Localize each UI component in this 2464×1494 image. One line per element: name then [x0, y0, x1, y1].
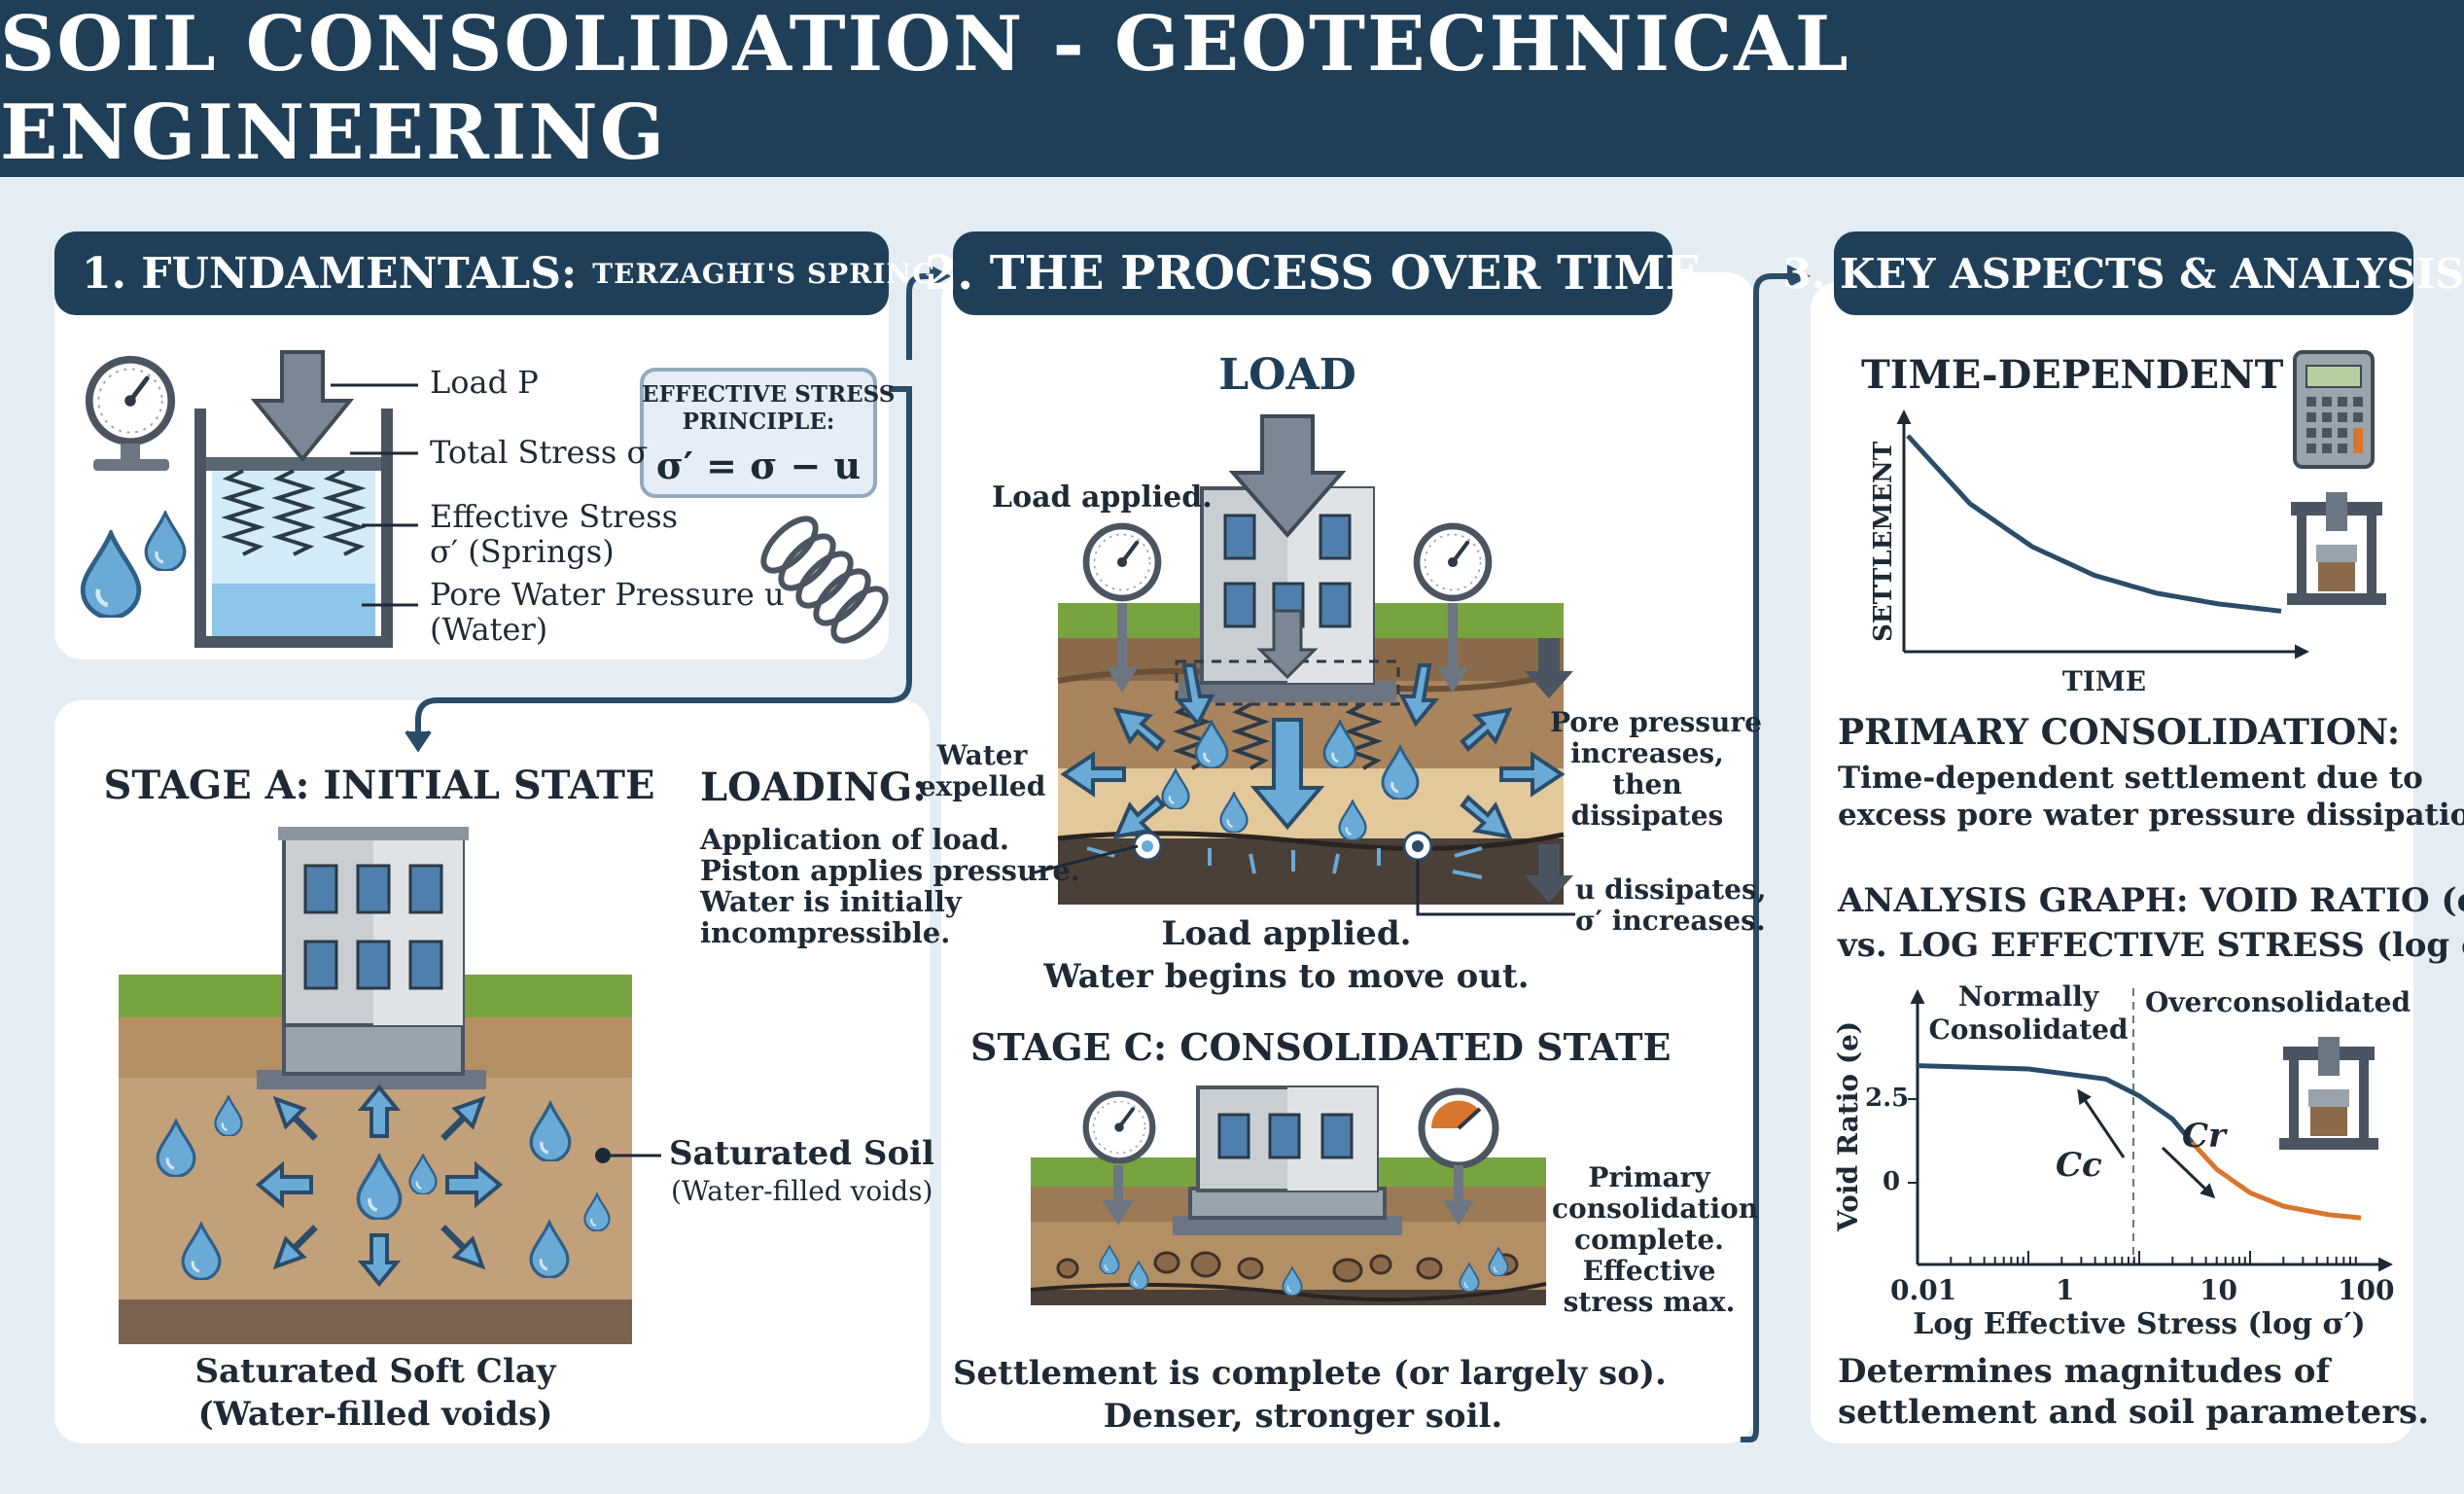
- spring-analogy: [83, 350, 889, 648]
- label-pore-pressure: Pore Water Pressure u: [430, 576, 785, 613]
- pore-note-2: increases,: [1570, 737, 1724, 769]
- section-1-header: 1. FUNDAMENTALS: TERZAGHI'S SPRING ANALO…: [54, 231, 1106, 315]
- water-expelled-1: Water: [936, 739, 1028, 771]
- pore-note-4: dissipates: [1570, 800, 1724, 832]
- title-bar: SOIL CONSOLIDATION - GEOTECHNICAL ENGINE…: [0, 0, 2464, 177]
- loading-line-4: incompressible.: [700, 916, 951, 949]
- xtick-10: 10: [2200, 1274, 2237, 1306]
- footer-line-2: settlement and soil parameters.: [1838, 1393, 2430, 1432]
- stage-a-caption-2: (Water-filled voids): [197, 1395, 553, 1434]
- pore-note-3: then: [1612, 768, 1682, 800]
- principle-line-1: EFFECTIVE STRESS: [642, 381, 896, 408]
- stage-c-note-3: complete.: [1574, 1224, 1724, 1256]
- stage-c-title: STAGE C: CONSOLIDATED STATE: [970, 1025, 1672, 1069]
- chart1-xlabel: TIME: [2061, 665, 2147, 697]
- panel-key-aspects: [1811, 282, 2413, 1443]
- process-caption-2: Water begins to move out.: [1043, 957, 1530, 996]
- chart2-xlabel: Log Effective Stress (log σ′): [1913, 1307, 2366, 1341]
- footer-line-1: Determines magnitudes of: [1838, 1352, 2331, 1391]
- time-dependent-title: TIME-DEPENDENT: [1861, 352, 2284, 398]
- chart1-ylabel: SETTLEMENT: [1869, 441, 1898, 642]
- pressure-gauge-icon: [89, 360, 171, 442]
- water-drop-icon: [144, 511, 187, 571]
- principle-formula: σ′ = σ − u: [655, 444, 862, 487]
- u-dissipates-2: σ′ increases.: [1575, 905, 1766, 937]
- label-load: Load P: [430, 364, 539, 401]
- xtick-1: 1: [2056, 1274, 2075, 1306]
- loading-line-3: Water is initially: [700, 885, 962, 918]
- primary-line-2: excess pore water pressure dissipation.: [1838, 798, 2464, 833]
- normally-consolidated-curve: [1917, 1063, 2195, 1145]
- section-2-title: 2. THE PROCESS OVER TIME: [924, 246, 1702, 301]
- water-expelled-2: expelled: [918, 770, 1046, 802]
- spring-icon: [760, 516, 889, 644]
- cr-label: Cr: [2182, 1117, 2226, 1156]
- loading-line-2: Piston applies pressure.: [700, 854, 1080, 887]
- settlement-curve: [1906, 434, 2282, 614]
- cc-arrow: [2077, 1088, 2126, 1158]
- chart2-ylabel: Void Ratio (e): [1832, 1020, 1864, 1231]
- water-drop-icon: [83, 533, 139, 617]
- time-settlement-chart: [1896, 409, 2309, 659]
- pressure-gauge-icon: [1086, 1094, 1153, 1161]
- cc-label: Cc: [2056, 1146, 2102, 1185]
- xtick-100: 100: [2338, 1274, 2395, 1306]
- u-dissipates-1: u dissipates,: [1575, 873, 1767, 906]
- label-effective-stress-springs: σ′ (Springs): [430, 533, 615, 570]
- calculator-icon: [2293, 350, 2375, 469]
- stage-c-caption-1: Settlement is complete (or largely so).: [953, 1354, 1667, 1393]
- section-1-title: 1. FUNDAMENTALS:: [82, 248, 578, 299]
- stage-c-note-4: Effective: [1582, 1255, 1716, 1287]
- stage-a-callout: Saturated Soil: [669, 1134, 934, 1173]
- region-label-nc: Normally Consolidated: [1912, 980, 2145, 1047]
- ytick-2-5: 2.5: [1865, 1084, 1910, 1113]
- stage-c-note-5: stress max.: [1563, 1286, 1736, 1318]
- loading-title: LOADING:: [700, 765, 927, 810]
- consolidometer-icon: [2287, 492, 2386, 605]
- primary-title: PRIMARY CONSOLIDATION:: [1838, 712, 2401, 753]
- section-2-header: 2. THE PROCESS OVER TIME: [925, 231, 1701, 315]
- region-label-oc: Overconsolidated: [2145, 986, 2411, 1018]
- page-title: SOIL CONSOLIDATION - GEOTECHNICAL ENGINE…: [0, 0, 1850, 177]
- process-caption-1: Load applied.: [1161, 914, 1412, 953]
- section-3-title: 3. KEY ASPECTS & ANALYSIS: [1782, 249, 2464, 298]
- stage-c-diagram: [1030, 1085, 1547, 1305]
- label-total-stress: Total Stress σ: [430, 434, 649, 471]
- connector-1: [415, 386, 912, 739]
- analysis-title-2: vs. LOG EFFECTIVE STRESS (log σ′): [1838, 926, 2464, 965]
- section-3-header: 3. KEY ASPECTS & ANALYSIS: [1783, 231, 2464, 315]
- stage-a-callout-sub: (Water-filled voids): [671, 1175, 933, 1207]
- load-label: LOAD: [1218, 350, 1356, 400]
- primary-line-1: Time-dependent settlement due to: [1838, 761, 2423, 796]
- pressure-gauge-icon: [1086, 526, 1158, 598]
- label-effective-stress: Effective Stress: [430, 498, 679, 535]
- stage-c-note-1: Primary: [1588, 1161, 1710, 1193]
- consolidometer-icon: [2279, 1037, 2378, 1150]
- stage-a-diagram: [119, 827, 661, 1344]
- principle-line-2: PRINCIPLE:: [682, 409, 835, 435]
- stage-c-caption-2: Denser, stronger soil.: [1103, 1397, 1503, 1436]
- cr-arrow: [2161, 1146, 2216, 1199]
- label-pore-water: (Water): [430, 611, 548, 648]
- void-ratio-chart: [1908, 988, 2393, 1272]
- xtick-0-01: 0.01: [1890, 1274, 1957, 1306]
- region-nc-text: Normally Consolidated: [1928, 980, 2129, 1046]
- stage-a-title: STAGE A: INITIAL STATE: [103, 763, 655, 808]
- pressure-gauge-icon: [1417, 526, 1489, 598]
- loading-diagram: [1030, 414, 1575, 916]
- principle-box: [640, 368, 877, 498]
- pore-note-1: Pore pressure: [1550, 706, 1762, 738]
- stage-a-caption-1: Saturated Soft Clay: [194, 1352, 556, 1391]
- overconsolidated-curve: [2190, 1141, 2362, 1221]
- loading-line-1: Application of load.: [700, 823, 1009, 856]
- ytick-0: 0: [1883, 1167, 1901, 1196]
- stage-c-note-2: consolidation: [1552, 1192, 1759, 1225]
- load-applied-top: Load applied.: [992, 480, 1213, 515]
- analysis-title-1: ANALYSIS GRAPH: VOID RATIO (e): [1838, 881, 2464, 920]
